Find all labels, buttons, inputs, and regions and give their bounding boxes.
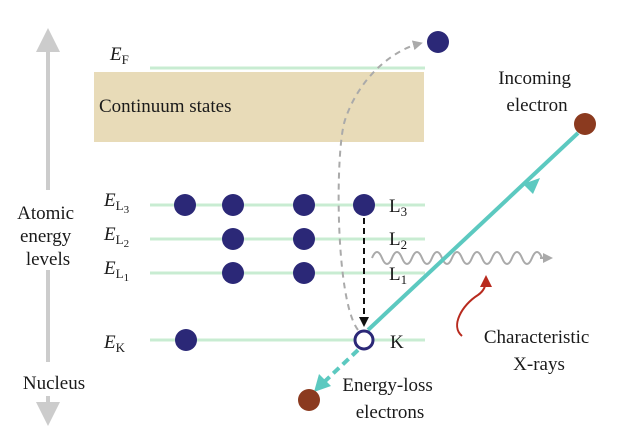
level-label-el1: EL1 [103, 258, 129, 284]
incident-beam [366, 131, 580, 332]
energy-loss-beam [320, 348, 360, 386]
scattered-electron [298, 389, 320, 411]
axis-label: Atomic energy levels [17, 203, 79, 270]
ejected-electron [427, 31, 449, 53]
electron-l3-1 [174, 194, 196, 216]
level-label-l3: L3 [389, 196, 407, 219]
level-label-el3: EL3 [103, 190, 130, 216]
level-label-l1: L1 [389, 264, 407, 287]
k-shell-hole [353, 329, 375, 351]
electron-l1-2 [293, 262, 315, 284]
fermi-label: EF [109, 44, 129, 67]
incoming-electron [574, 113, 596, 135]
level-label-ek: EK [103, 332, 126, 355]
electron-l3-3 [293, 194, 315, 216]
axis-label-line-3: levels [26, 249, 70, 270]
continuum-label: Continuum states [99, 96, 231, 117]
incident-beam-arrowhead [523, 178, 540, 194]
electron-l2-2 [293, 228, 315, 250]
electron-l3-4 [353, 194, 375, 216]
level-label-l2: L2 [389, 229, 407, 252]
electron-l3-2 [222, 194, 244, 216]
ejected-electron-path [337, 40, 423, 331]
energy-loss-arrowhead [314, 374, 331, 392]
axis-label-line-2: energy [20, 226, 72, 247]
xray-wave [371, 251, 543, 265]
electron-k-1 [175, 329, 197, 351]
electron-l2-1 [222, 228, 244, 250]
level-label-el2: EL2 [103, 224, 129, 250]
nucleus-label: Nucleus [23, 373, 85, 394]
electron-l1-1 [222, 262, 244, 284]
axis-label-line-1: Atomic [17, 203, 74, 224]
energy-loss-label: Energy-loss electrons [342, 375, 437, 423]
level-label-k: K [390, 332, 404, 353]
xray-label: Characteristic X-rays [484, 327, 594, 375]
xray-pointer [456, 275, 492, 337]
incoming-electron-label: Incoming electron [498, 68, 576, 116]
continuum-band [94, 72, 424, 142]
